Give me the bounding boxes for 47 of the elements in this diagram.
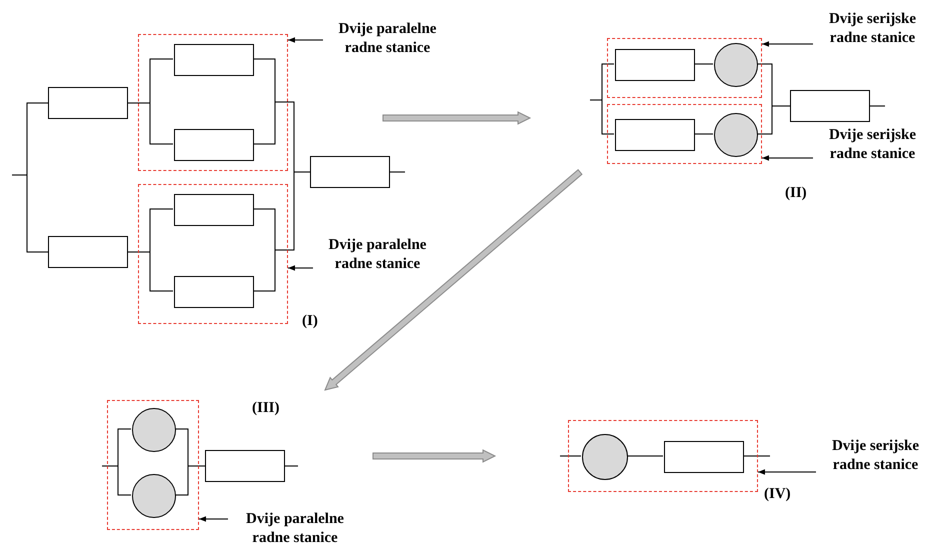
block-circle: [132, 408, 176, 452]
leader-arrow: [288, 265, 314, 271]
block-box: [48, 236, 128, 268]
dashed-group-frame: [568, 420, 758, 492]
dashed-group-frame: [107, 400, 199, 530]
connector-line: [174, 466, 206, 496]
annotation-text: Dvije serijske radne stanice: [815, 10, 930, 50]
connector-line: [756, 106, 790, 134]
connector-line: [252, 172, 310, 292]
block-box: [310, 156, 390, 188]
dashed-group-frame: [138, 34, 288, 171]
block-box: [615, 49, 695, 81]
connector-line: [128, 252, 174, 292]
connector-line: [102, 466, 132, 496]
annotation-text: Dvije paralelne radne stanice: [325, 20, 450, 60]
block-box: [174, 129, 254, 161]
leader-arrow: [762, 155, 814, 161]
leader-arrow: [758, 469, 816, 475]
panel-label: (II): [785, 185, 807, 202]
dashed-group-frame: [607, 104, 762, 164]
annotation-text: Dvije serijske radne stanice: [818, 437, 933, 477]
leader-arrow: [762, 41, 814, 47]
block-box: [174, 44, 254, 76]
annotation-text: Dvije serijske radne stanice: [815, 126, 930, 166]
block-box: [174, 194, 254, 226]
leader-arrow: [198, 516, 228, 522]
block-circle: [132, 474, 176, 518]
panel-label: (IV): [764, 486, 791, 503]
block-box: [205, 450, 285, 482]
block-box: [790, 90, 870, 122]
connector-line: [128, 102, 174, 144]
block-box: [174, 276, 254, 308]
panel-label: (III): [252, 400, 280, 417]
block-circle: [714, 43, 758, 87]
annotation-text: Dvije paralelne radne stanice: [315, 236, 440, 276]
block-circle: [582, 434, 628, 480]
block-box: [615, 119, 695, 151]
dashed-group-frame: [607, 38, 762, 98]
leader-arrow: [288, 37, 324, 43]
panel-label: (I): [302, 313, 318, 330]
block-box: [664, 441, 744, 473]
connector-line: [12, 174, 48, 252]
block-circle: [714, 113, 758, 157]
annotation-text: Dvije paralelne radne stanice: [230, 510, 360, 550]
dashed-group-frame: [138, 184, 288, 324]
connector-line: [590, 100, 614, 134]
block-box: [48, 87, 128, 119]
